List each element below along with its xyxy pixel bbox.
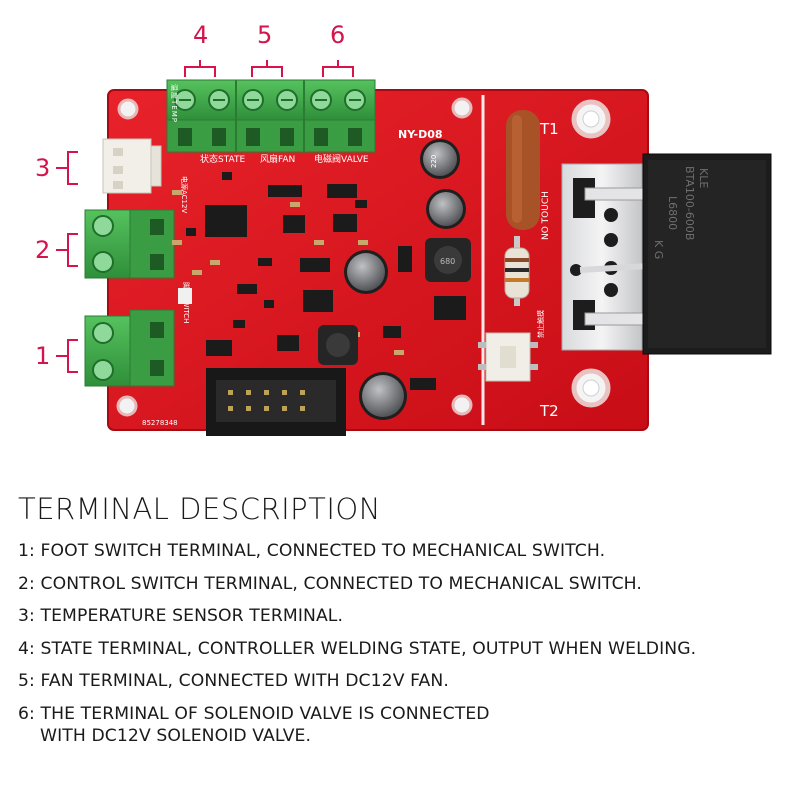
temp-connector [102, 138, 162, 194]
description-title: TERMINAL DESCRIPTION [18, 492, 381, 526]
label-terminal-4: 4 [193, 21, 209, 49]
inductors: 680 [318, 238, 471, 365]
description-line-6-continued: WITH DC12V SOLENOID VALVE. [40, 726, 312, 746]
label-terminal-6: 6 [330, 21, 346, 49]
silk-temp: 温度TEMP [170, 84, 179, 123]
label-terminal-2: 2 [35, 236, 51, 264]
label-terminal-3: 3 [35, 154, 51, 182]
svg-text:BTA100-600B: BTA100-600B [683, 166, 696, 240]
silk-no-touch: NO TOUCH [541, 191, 551, 240]
silk-valve: 电磁阀VALVE [314, 153, 369, 165]
description-line-4: 4: STATE TERMINAL, CONTROLLER WELDING ST… [18, 638, 697, 659]
description-line-1: 1: FOOT SWITCH TERMINAL, CONNECTED TO ME… [18, 541, 606, 561]
smd-components [186, 172, 466, 390]
silk-t2: T2 [539, 402, 559, 420]
svg-text:KLE: KLE [697, 168, 710, 188]
mounting-holes [116, 97, 611, 417]
svg-text:K G: K G [652, 240, 665, 259]
triac-module: KLE BTA100-600B L6800 K G [642, 153, 772, 355]
silk-ac: 电源AC12V [180, 176, 189, 213]
terminal-description: TERMINAL DESCRIPTION 1: FOOT SWITCH TERM… [18, 492, 788, 758]
callout-brackets [56, 60, 354, 373]
terminal-block-1 [84, 309, 175, 387]
svg-text:L6800: L6800 [666, 196, 679, 230]
silk-no-touch-cn: 禁止触摸 [536, 310, 545, 338]
label-terminal-5: 5 [257, 21, 273, 49]
description-line-5: 5: FAN TERMINAL, CONNECTED WITH DC12V FA… [18, 671, 449, 691]
label-terminal-1: 1 [35, 342, 51, 370]
terminal-block-top [166, 79, 376, 153]
svg-text:220: 220 [430, 155, 438, 168]
silk-fan: 风扇FAN [260, 153, 295, 165]
inductor-label: 680 [440, 257, 455, 266]
silk-state: 状态STATE [200, 153, 245, 165]
power-resistor [504, 236, 530, 306]
description-line-2: 2: CONTROL SWITCH TERMINAL, CONNECTED TO… [18, 573, 642, 594]
product-photo: 状态STATE 风扇FAN 电磁阀VALVE NY-D08 温度TEMP 电源A… [56, 60, 772, 436]
silk-model: NY-D08 [398, 128, 443, 141]
silk-t1: T1 [539, 120, 559, 138]
terminal-block-2 [84, 209, 175, 279]
silk-serial: 85278348 [142, 419, 178, 427]
capacitors: 220 [344, 139, 466, 420]
film-capacitor [506, 110, 540, 230]
triac-heatsink-plate [561, 163, 649, 351]
description-line-3: 3: TEMPERATURE SENSOR TERMINAL. [18, 606, 344, 626]
optocoupler [478, 332, 538, 382]
description-line-6: 6: THE TERMINAL OF SOLENOID VALVE IS CON… [18, 703, 490, 724]
box-header-connector [206, 368, 346, 436]
